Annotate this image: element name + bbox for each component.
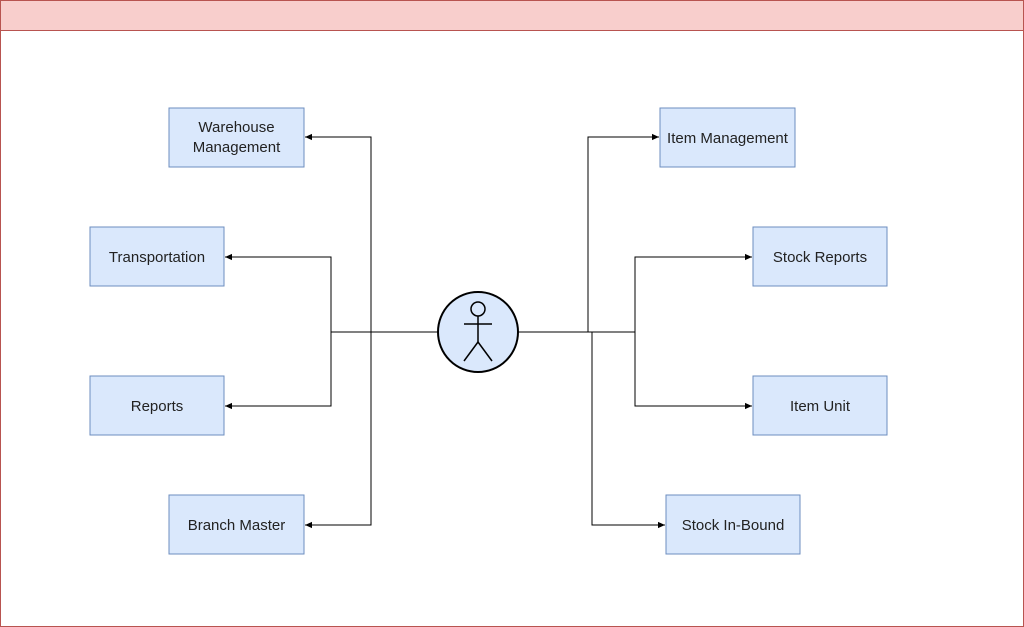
connectors-left [225,133,438,529]
node-warehouse-management[interactable]: Warehouse Management [168,107,305,168]
node-reports[interactable]: Reports [89,375,225,436]
edge-to-stock-reports [588,253,752,333]
node-box [752,375,888,436]
node-label: Item Management [667,130,789,147]
edge-to-item-management [518,133,659,333]
node-box [659,107,796,168]
header-bar [1,1,1023,31]
stick-figure-actor-icon [463,301,493,362]
node-label: Item Unit [790,398,851,415]
edge-to-branch-master [305,332,372,529]
node-box [89,226,225,287]
node-label: Branch Master [188,517,286,534]
edge-to-transportation [225,253,371,333]
node-box [752,226,888,287]
node-item-unit[interactable]: Item Unit [752,375,888,436]
node-label: Transportation [109,249,205,266]
node-box [89,375,225,436]
node-label-line-1: Warehouse [198,119,274,136]
node-stock-in-bound[interactable]: Stock In-Bound [665,494,801,555]
connectors-right [518,133,752,529]
node-label: Reports [131,398,184,415]
node-item-management[interactable]: Item Management [659,107,796,168]
node-box [168,107,305,168]
node-label-line-2: Management [193,139,281,156]
edge-to-stock-in-bound [591,332,665,529]
node-label: Stock Reports [773,249,867,266]
node-box [168,494,305,555]
node-box [665,494,801,555]
node-transportation[interactable]: Transportation [89,226,225,287]
edge-to-warehouse-management [305,133,438,333]
node-stock-reports[interactable]: Stock Reports [752,226,888,287]
node-label: Stock In-Bound [682,517,785,534]
actor-node[interactable] [437,291,519,373]
edge-to-reports [225,332,332,410]
node-branch-master[interactable]: Branch Master [168,494,305,555]
edge-to-item-unit [634,332,752,410]
